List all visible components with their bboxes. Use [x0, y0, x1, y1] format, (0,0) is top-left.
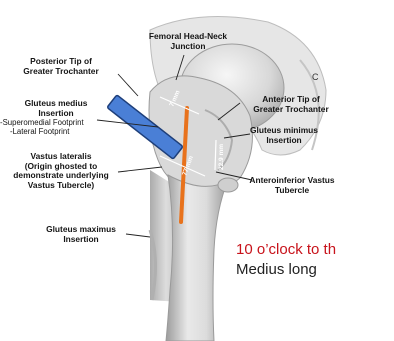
- label-edge-c: C: [312, 73, 319, 83]
- label-vastus-lateralis: Vastus lateralis (Origin ghosted to demo…: [4, 152, 118, 190]
- label-anteroinferior-tubercle: Anteroinferior Vastus Tubercle: [246, 176, 338, 195]
- label-femoral-head-neck: Femoral Head-Neck Junction: [142, 32, 234, 51]
- label-gluteus-maximus: Gluteus maximus Insertion: [38, 225, 124, 244]
- femoral-shaft: [166, 175, 228, 341]
- label-posterior-tip: Posterior Tip of Greater Trochanter: [0, 57, 122, 76]
- label-gluteus-medius: Gluteus medius Insertion: [6, 99, 106, 118]
- label-anterior-tip: Anterior Tip of Greater Trochanter: [236, 95, 346, 114]
- caption-line-1: 10 o’clock to th: [236, 241, 394, 258]
- leader-gluteus-maximus: [126, 234, 150, 237]
- measurement-label-right: 22.9 mm: [218, 144, 225, 170]
- label-gluteus-minimus: Gluteus minimus Insertion: [246, 126, 322, 145]
- caption-line-2: Medius long: [236, 261, 394, 278]
- leader-posterior-tip: [118, 74, 138, 96]
- leader-vastus-lateralis: [118, 167, 162, 172]
- label-lateral-footprint: -Lateral Footprint: [10, 127, 69, 137]
- lesser-trochanter: [218, 178, 238, 192]
